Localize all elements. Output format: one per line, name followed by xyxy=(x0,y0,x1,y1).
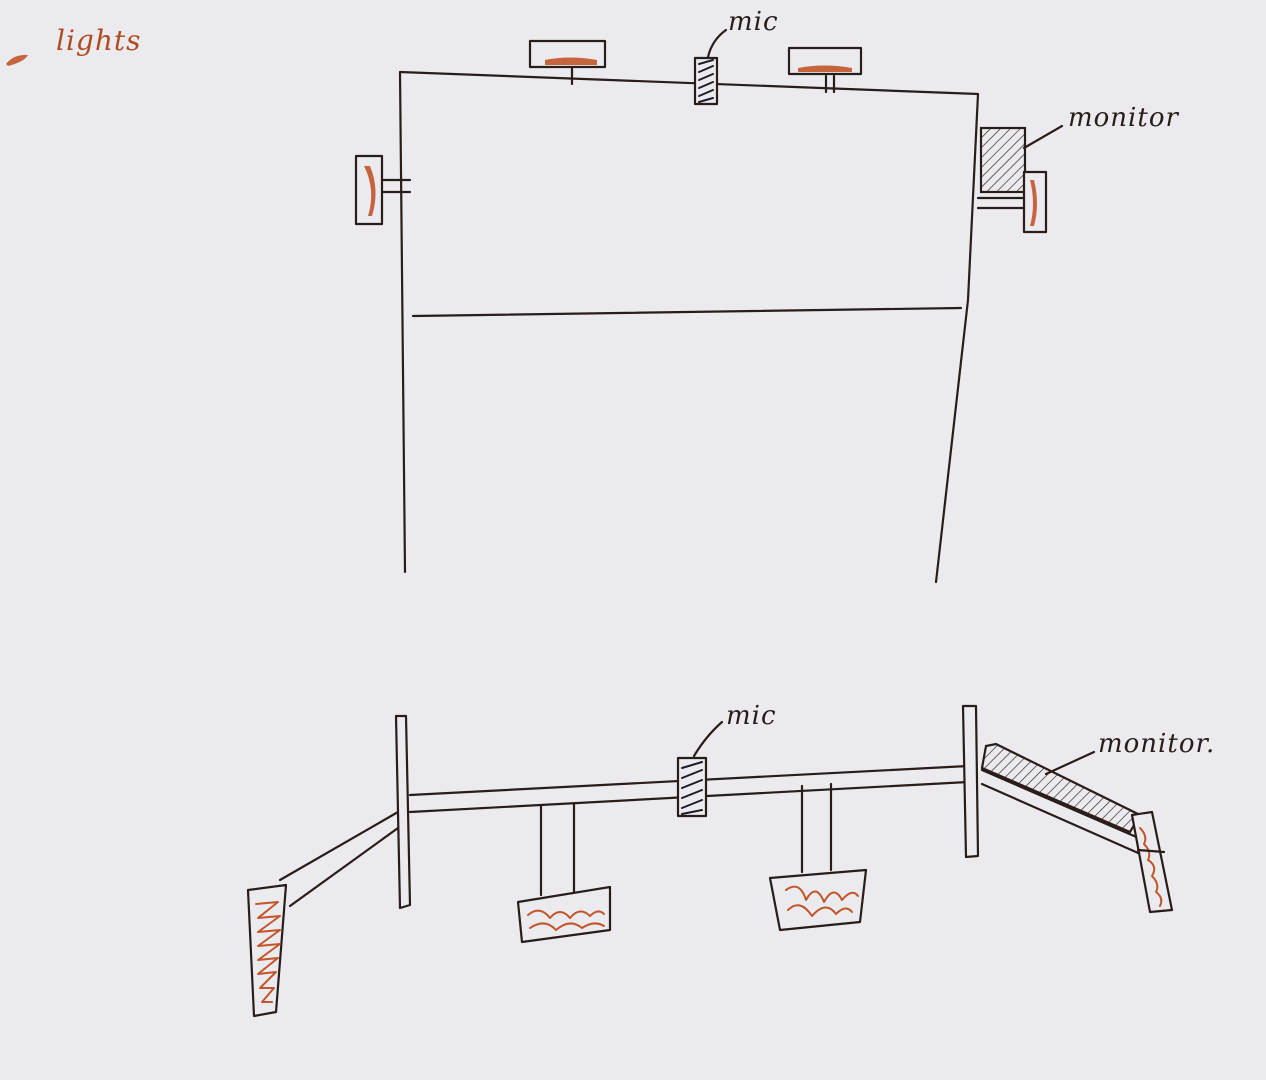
legend: lights xyxy=(6,24,142,66)
legend-label: lights xyxy=(56,24,142,57)
front-view: mic monitor xyxy=(356,7,1179,582)
top-view: mic monitor. xyxy=(248,701,1215,1016)
front-monitor: monitor xyxy=(981,103,1179,192)
top-light-left xyxy=(248,885,286,1016)
top-monitor: monitor. xyxy=(982,729,1215,860)
top-stand-right xyxy=(963,706,978,857)
front-mic-label: mic xyxy=(728,7,779,37)
front-top-light-right xyxy=(789,48,861,92)
legend-light-swatch xyxy=(6,55,28,66)
front-frame xyxy=(400,72,978,582)
top-light-center-left xyxy=(518,887,610,942)
top-stand-left xyxy=(396,716,410,908)
front-monitor-label: monitor xyxy=(1068,103,1179,133)
top-mic: mic xyxy=(678,701,777,816)
top-light-center-right xyxy=(770,870,866,930)
front-mic: mic xyxy=(695,7,779,104)
top-light-right xyxy=(1132,812,1172,912)
top-monitor-label: monitor. xyxy=(1098,729,1215,759)
top-mic-label: mic xyxy=(726,701,777,731)
